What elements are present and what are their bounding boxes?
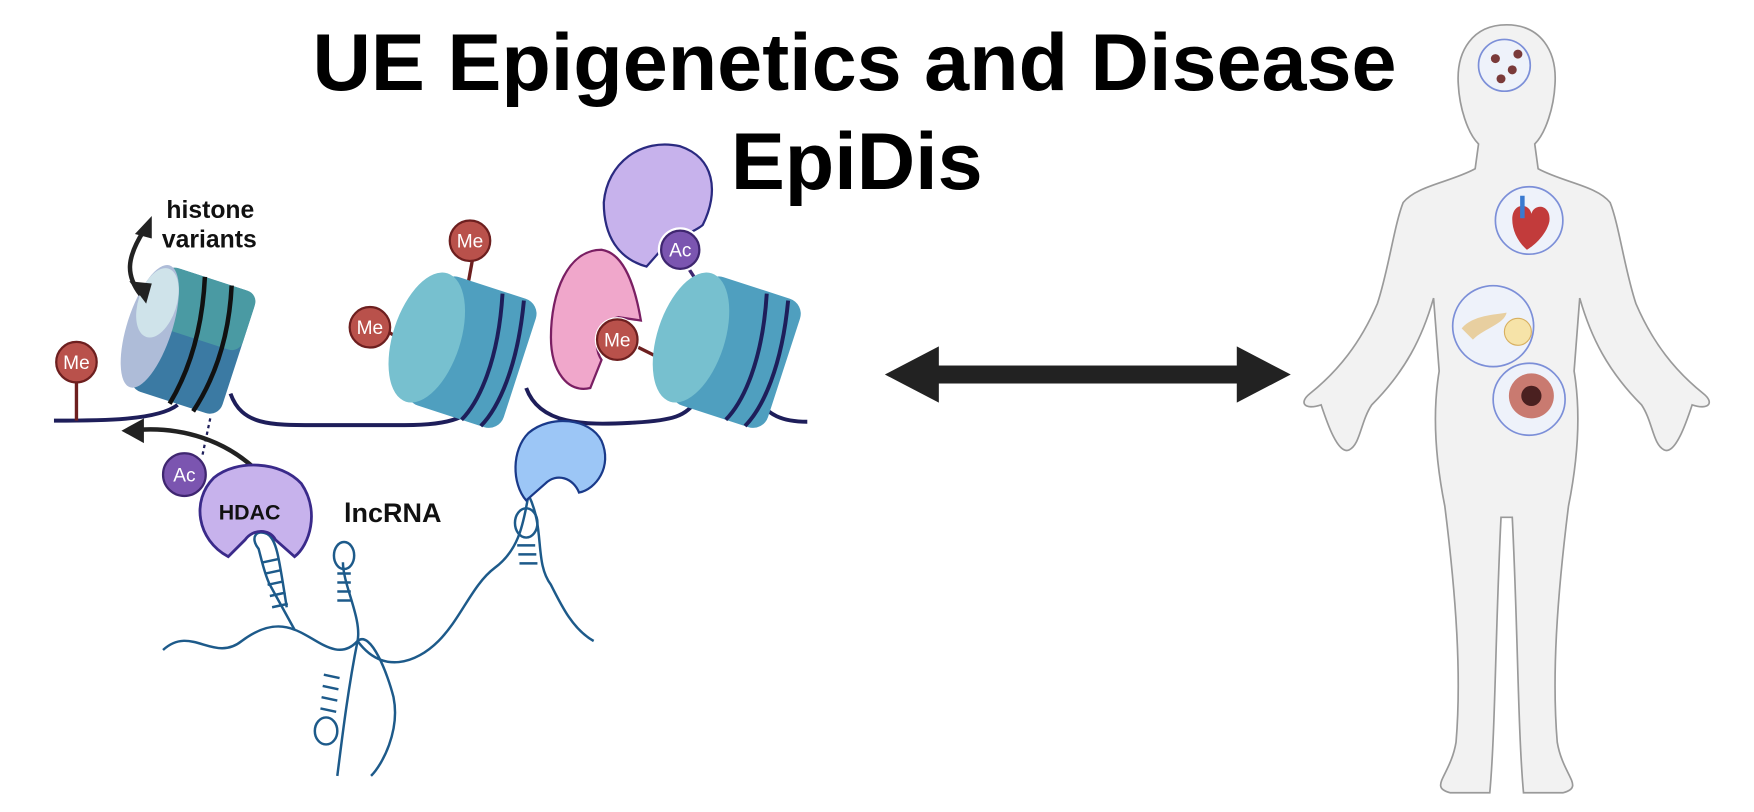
reader-protein-lavender: Ac bbox=[602, 143, 714, 292]
nucleosome: Me Me bbox=[348, 219, 537, 428]
svg-text:HDAC: HDAC bbox=[219, 501, 281, 525]
reader-protein-pink: Me bbox=[549, 248, 665, 390]
organ-colon bbox=[1492, 362, 1566, 437]
acetyl-mark: Ac bbox=[161, 452, 207, 498]
bidirectional-arrow bbox=[884, 346, 1291, 403]
svg-text:Me: Me bbox=[63, 353, 90, 374]
title-line-2: EpiDis bbox=[731, 117, 983, 207]
svg-text:Me: Me bbox=[457, 231, 484, 252]
histone-label-1: histone bbox=[166, 197, 254, 224]
histone-label-2: variants bbox=[162, 226, 257, 253]
svg-text:Me: Me bbox=[357, 318, 384, 339]
organ-pancreas bbox=[1451, 284, 1535, 368]
methyl-mark: Me bbox=[55, 340, 98, 421]
dna-strand bbox=[53, 387, 808, 428]
lncrna-label: lncRNA bbox=[344, 498, 441, 528]
title-line-1: UE Epigenetics and Disease bbox=[312, 18, 1396, 108]
hdac-protein: HDAC bbox=[198, 463, 313, 559]
deacetylation-arrow bbox=[140, 427, 261, 474]
svg-text:Me: Me bbox=[604, 330, 631, 351]
svg-text:Ac: Ac bbox=[669, 240, 692, 261]
organ-brain bbox=[1477, 38, 1532, 93]
rna-binding-protein bbox=[514, 419, 607, 503]
lncrna-strands bbox=[162, 494, 595, 777]
nucleosome-histone-variant bbox=[120, 265, 256, 414]
nucleosome bbox=[652, 272, 801, 428]
organ-heart bbox=[1494, 185, 1564, 256]
svg-text:Ac: Ac bbox=[173, 465, 196, 486]
